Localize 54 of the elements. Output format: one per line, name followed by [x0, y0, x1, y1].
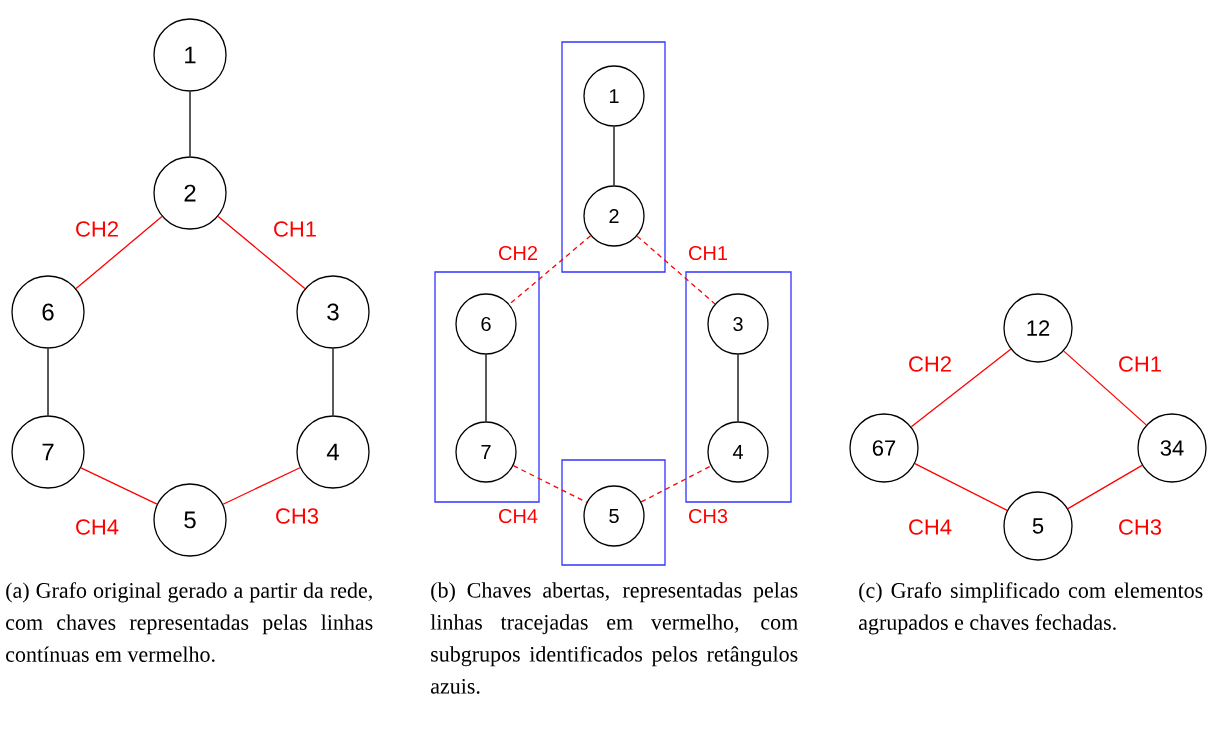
subfigure-caption: (c) Grafo simplificado com elementos agrupados e chaves fechadas.	[858, 582, 1203, 635]
graph-node: 67	[849, 413, 919, 483]
subfigure-caption: (b) Chaves abertas, representadas pelas linhas tracejadas em vermelho, com subgrupos identificados pelos retângulos azuis.	[430, 582, 798, 694]
subfigure-caption: (a) Grafo original gerado a partir da rede, com chaves representadas pelas linhas contínuas em vermelho.	[6, 582, 373, 662]
edge-label: CH2	[76, 221, 118, 237]
connector-line	[508, 235, 592, 305]
connector-line	[222, 467, 301, 505]
connector-line	[1063, 350, 1147, 426]
graph-node: 34	[1137, 413, 1207, 483]
connector-line	[737, 354, 739, 422]
connector-line	[485, 354, 487, 422]
edge-label: CH4	[76, 519, 119, 535]
edge-label: CH1	[1119, 356, 1161, 372]
graph-node: 12	[1003, 293, 1073, 363]
connector-line	[47, 348, 49, 416]
graph-node: 2	[583, 185, 645, 247]
connector-line	[910, 348, 1012, 428]
graph-node: 5	[583, 485, 645, 547]
edge-label: CH1	[689, 245, 728, 261]
edge-label: CH2	[909, 356, 951, 372]
edge-label: CH1	[274, 221, 316, 237]
connector-line	[217, 215, 306, 290]
subgroup-rectangle	[561, 459, 666, 566]
graph-node: 6	[455, 293, 517, 355]
connector-line	[332, 348, 334, 416]
graph-node: 3	[707, 293, 769, 355]
edge-label: CH3	[276, 508, 319, 524]
connector-line	[189, 91, 191, 157]
edge-label: CH4	[499, 508, 538, 524]
connector-line	[636, 235, 716, 305]
graph-node: 3	[296, 275, 370, 349]
graph-node: 5	[153, 483, 227, 557]
connector-line	[914, 463, 1008, 511]
subgroup-rectangle	[434, 271, 540, 503]
connector-line	[613, 126, 615, 186]
graph-node: 1	[583, 65, 645, 127]
edge-label: CH2	[499, 245, 537, 261]
edge-label: CH3	[689, 508, 728, 524]
graph-node: 7	[11, 415, 85, 489]
graph-node: 2	[153, 156, 227, 230]
connector-line	[75, 215, 163, 290]
edge-label: CH3	[1119, 519, 1162, 535]
graph-node: 4	[296, 415, 370, 489]
graph-node: 1	[153, 18, 227, 92]
graph-node: 4	[707, 421, 769, 483]
edge-label: CH4	[909, 519, 952, 535]
subgroup-rectangle	[685, 271, 792, 503]
connector-line	[640, 465, 712, 503]
connector-line	[1067, 464, 1143, 510]
subgroup-rectangle	[561, 41, 666, 273]
graph-node: 7	[455, 421, 517, 483]
graph-node: 6	[11, 275, 85, 349]
connector-line	[80, 467, 158, 505]
graph-node: 5	[1003, 491, 1073, 561]
